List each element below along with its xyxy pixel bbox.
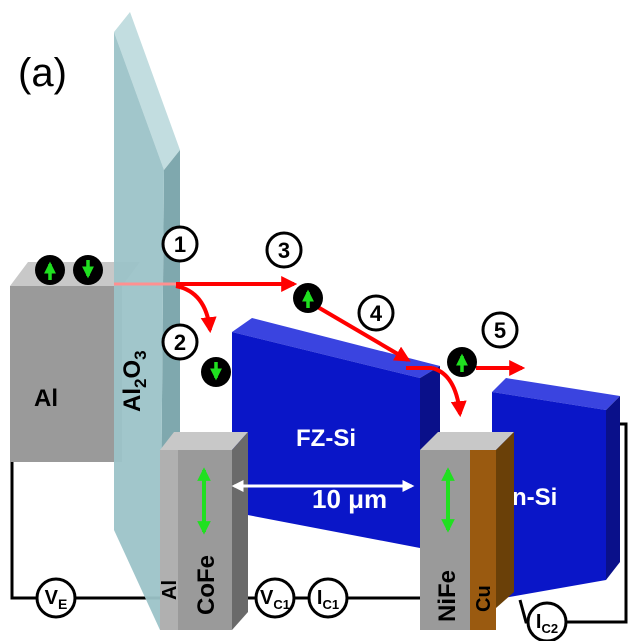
svg-text:3: 3	[278, 238, 290, 263]
nife-block: NiFe Cu	[420, 432, 514, 630]
svg-text:2: 2	[174, 330, 186, 355]
step-badges: 1 2 3 4 5	[161, 225, 519, 361]
spin-up-electron-collected	[447, 347, 477, 377]
svg-text:VC1: VC1	[260, 587, 290, 612]
fz-si-label: FZ-Si	[296, 425, 356, 452]
nife-label: NiFe	[434, 570, 461, 622]
spin-down-electron-source	[73, 255, 103, 285]
step-3-badge: 3	[265, 231, 303, 269]
distance-label: 10 μm	[312, 484, 387, 514]
cofe-label: CoFe	[193, 555, 220, 615]
spin-down-electron-reflected	[201, 357, 231, 387]
panel-label: (a)	[18, 51, 67, 95]
spin-up-electron-transit	[293, 283, 323, 313]
meter-ve: VE	[35, 577, 77, 619]
al-electrode-block: Al	[10, 262, 140, 462]
step-5-badge: 5	[481, 311, 519, 349]
cofe-block: Al CoFe	[159, 432, 248, 630]
al2o3-label: Al2O3	[119, 350, 150, 412]
svg-text:VE: VE	[45, 587, 68, 612]
al-electrode-label: Al	[34, 385, 58, 412]
distance-marker: 10 μm	[231, 480, 415, 514]
n-si-block: n-Si	[492, 378, 620, 600]
meter-ic1: IC1	[307, 577, 349, 619]
cu-label: Cu	[473, 585, 495, 612]
step-4-badge: 4	[357, 294, 395, 332]
step-2-badge: 2	[161, 323, 199, 361]
svg-text:IC2: IC2	[536, 611, 558, 636]
n-si-label: n-Si	[512, 484, 557, 511]
svg-text:4: 4	[370, 301, 383, 326]
spin-up-electron-source	[35, 255, 65, 285]
al-thin-label: Al	[159, 580, 181, 600]
svg-text:1: 1	[174, 232, 186, 257]
svg-text:5: 5	[494, 318, 506, 343]
svg-text:IC1: IC1	[317, 587, 339, 612]
al2o3-barrier: Al2O3	[114, 12, 180, 630]
electron-path	[175, 276, 526, 418]
step-1-badge: 1	[161, 225, 199, 263]
meter-vc1: VC1	[254, 577, 296, 619]
spin-electrons	[35, 255, 477, 387]
meter-ic2: IC2	[526, 601, 568, 641]
